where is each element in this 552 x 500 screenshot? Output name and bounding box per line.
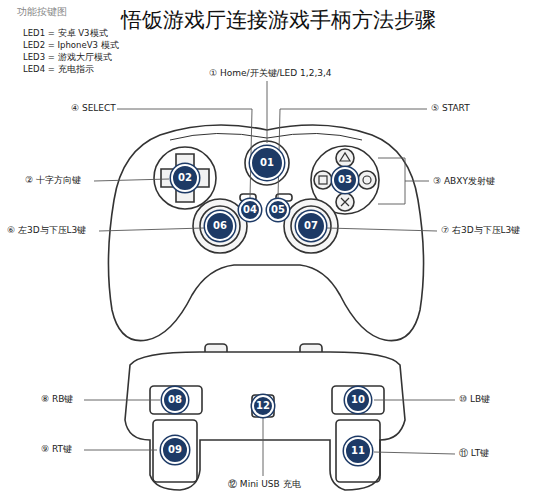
callout-label: ② 十字方向键 — [24, 175, 82, 186]
callout-number-text: 10 — [351, 395, 365, 405]
callout-label: ⑤ START — [430, 103, 471, 114]
gamepad-back-view — [125, 344, 405, 490]
callout-number-text: 03 — [338, 175, 352, 185]
callout-label: ① Home/开关键/LED 1,2,3,4 — [208, 68, 333, 79]
led-note: LED2 = IphoneV3 模式 — [22, 40, 120, 50]
callout-number: 01 — [250, 146, 284, 180]
callout-number: 12 — [252, 395, 274, 417]
heading-label: 功能按键图 — [16, 6, 68, 18]
callout-label: ④ SELECT — [70, 103, 117, 114]
callout-number-text: 07 — [304, 221, 318, 231]
leader-lines — [84, 81, 455, 476]
callout-label: ⑫ Mini USB 充电 — [227, 479, 302, 490]
callout-number-text: 06 — [213, 221, 227, 231]
callout-number: 07 — [296, 211, 326, 241]
callout-number-text: 01 — [260, 158, 274, 168]
led-note: LED3 = 游戏大厅模式 — [22, 52, 113, 62]
callout-number: 09 — [161, 436, 189, 464]
callout-number: 02 — [171, 164, 199, 192]
callout-label: ⑧ RB键 — [40, 394, 74, 405]
callout-label: ⑪ LT键 — [458, 448, 490, 459]
callout-number-text: 04 — [243, 205, 257, 215]
callout-label: ⑥ 左3D与下压L3键 — [6, 225, 87, 236]
callout-number-text: 02 — [178, 173, 192, 183]
callout-label: ⑦ 右3D与下压L3键 — [440, 225, 521, 236]
led-note: LED1 = 安卓 V3模式 — [22, 28, 109, 38]
callout-number-text: 05 — [271, 205, 285, 215]
callout-number: 03 — [332, 167, 358, 193]
callout-label: ⑨ RT键 — [40, 444, 73, 455]
callout-label: ③ ABXY发射键 — [432, 176, 496, 187]
callout-number-text: 08 — [168, 395, 182, 405]
callout-number-text: 09 — [168, 445, 182, 455]
diagram-title: 悟饭游戏厅连接游戏手柄方法步骤 — [121, 8, 436, 33]
callout-number: 10 — [345, 387, 371, 413]
callout-number: 04 — [239, 199, 261, 221]
callout-number-text: 12 — [256, 401, 270, 411]
callout-number-text: 11 — [351, 446, 365, 456]
callout-number: 11 — [344, 437, 372, 465]
callout-number: 05 — [267, 199, 289, 221]
gamepad-top-view — [108, 125, 423, 341]
callout-number: 08 — [162, 387, 188, 413]
callout-label: ⑩ LB键 — [458, 394, 491, 405]
callout-number: 06 — [205, 211, 235, 241]
led-note: LED4 = 充电指示 — [22, 64, 95, 74]
